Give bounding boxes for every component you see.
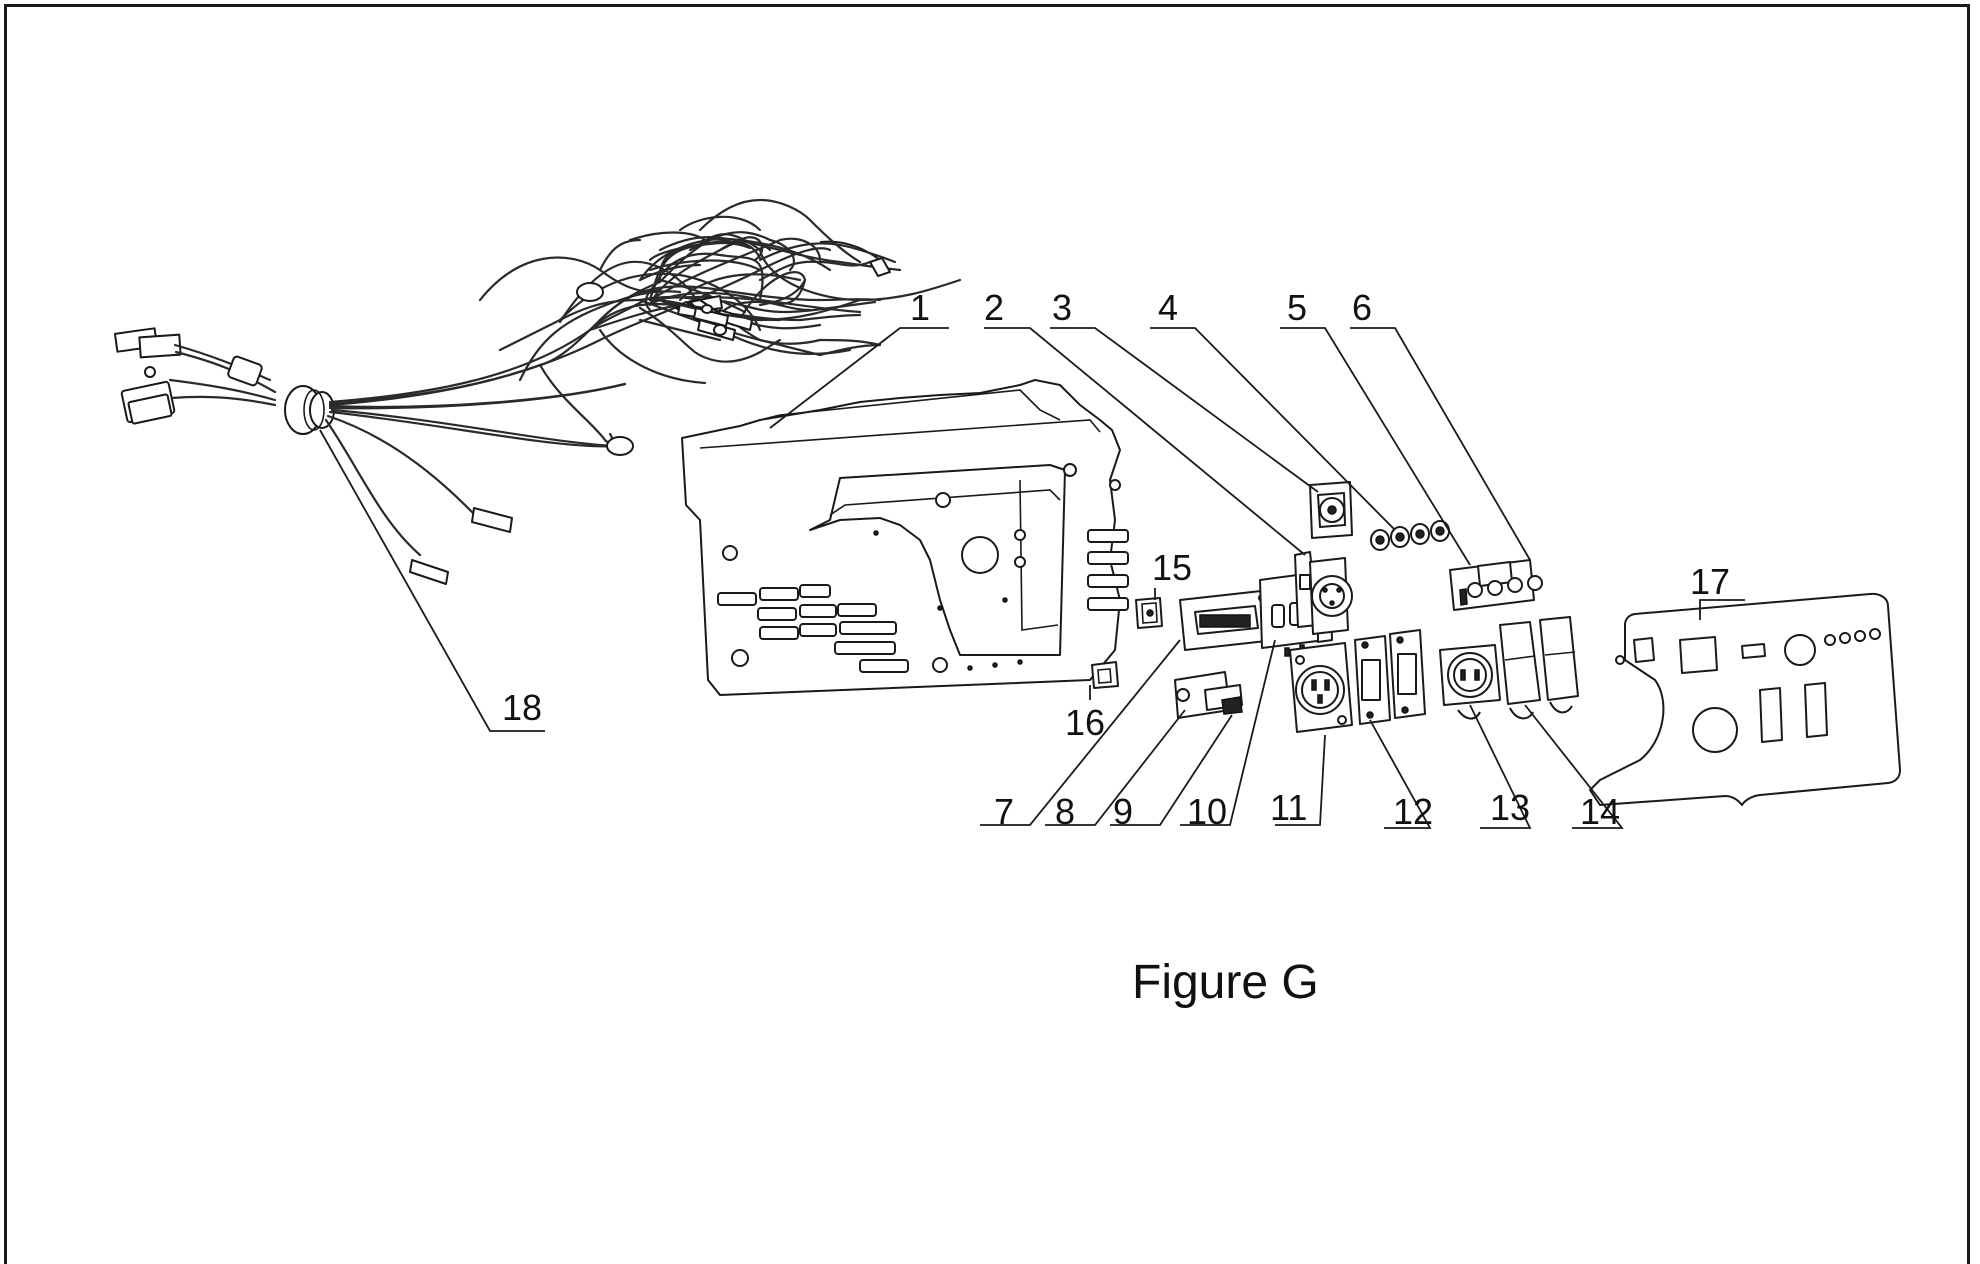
switch-15 [1135, 597, 1163, 629]
drawing-frame [4, 4, 1970, 1264]
callout-12: 12 [1393, 791, 1433, 832]
circuit-breakers-5-6 [1449, 559, 1543, 611]
relay-8-9 [1174, 671, 1243, 719]
plug-16 [1091, 661, 1119, 689]
callout-14: 14 [1580, 791, 1620, 832]
outlet-covers-14 [1499, 616, 1579, 720]
callout-10: 10 [1187, 791, 1227, 832]
callout-9: 9 [1113, 791, 1133, 832]
outlet-13 [1439, 644, 1501, 720]
wiring-harness [113, 198, 962, 585]
leader-lines [319, 327, 1745, 829]
callout-1: 1 [910, 287, 930, 328]
callout-6: 6 [1352, 287, 1372, 328]
outlet-2 [1294, 551, 1353, 643]
outlet-11 [1289, 642, 1353, 733]
callout-3: 3 [1052, 287, 1072, 328]
callout-4: 4 [1158, 287, 1178, 328]
gfci-outlets-12 [1354, 629, 1426, 725]
callout-7: 7 [994, 791, 1014, 832]
callout-16: 16 [1065, 702, 1105, 743]
callout-15: 15 [1152, 547, 1192, 588]
callout-18: 18 [502, 687, 542, 728]
figure-caption: Figure G [1132, 956, 1319, 1009]
callout-8: 8 [1055, 791, 1075, 832]
callout-17: 17 [1690, 561, 1730, 602]
hour-meter [1179, 571, 1326, 657]
indicator-lamps-4 [1370, 520, 1450, 551]
callout-11: 11 [1270, 787, 1307, 828]
twist-lock-outlet-3 [1309, 481, 1353, 539]
callout-5: 5 [1287, 287, 1307, 328]
faceplate-17 [1589, 592, 1901, 806]
control-box-housing [681, 379, 1129, 696]
callout-13: 13 [1490, 787, 1530, 828]
callout-numbers: 1 2 3 4 5 6 7 8 9 10 11 12 13 14 15 16 1… [502, 287, 1730, 832]
callout-2: 2 [984, 287, 1004, 328]
